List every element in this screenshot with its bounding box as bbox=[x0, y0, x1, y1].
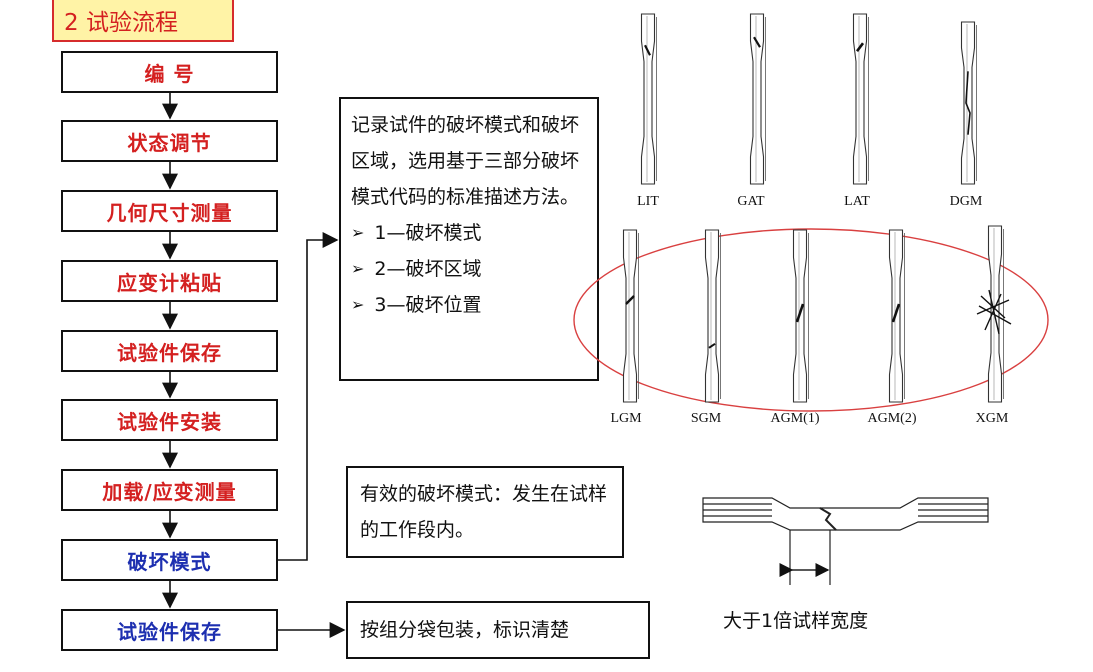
specimen-agm1 bbox=[792, 229, 809, 403]
specimen-dgm bbox=[960, 21, 977, 185]
section-title: 2 试验流程 bbox=[52, 0, 234, 42]
label-agm2: AGM(2) bbox=[867, 411, 917, 426]
specimen-lat bbox=[852, 13, 869, 185]
failure-crack bbox=[644, 44, 651, 56]
failure-crack bbox=[976, 289, 1012, 335]
failure-record-note: 记录试件的破坏模式和破坏区域，选用基于三部分破坏模式代码的标准描述方法。 ➢1—… bbox=[339, 97, 599, 381]
step-conditioning[interactable]: 状态调节 bbox=[61, 120, 278, 162]
failure-note-connector bbox=[278, 232, 339, 561]
valid-failure-note: 有效的破坏模式：发生在试样的工作段内。 bbox=[346, 466, 624, 558]
step-strain-gauge-bonding[interactable]: 应变计粘贴 bbox=[61, 260, 278, 302]
specimen-agm2 bbox=[888, 229, 905, 403]
failure-crack bbox=[708, 343, 716, 349]
arrowhead-bullet-icon: ➢ bbox=[351, 259, 365, 279]
arrowhead-bullet-icon: ➢ bbox=[351, 223, 365, 243]
label-gat: GAT bbox=[737, 194, 765, 209]
bullet-failure-area: ➢2—破坏区域 bbox=[351, 251, 587, 287]
horizontal-specimen bbox=[702, 497, 989, 585]
failure-crack bbox=[625, 295, 635, 305]
step-specimen-storage[interactable]: 试验件保存 bbox=[61, 330, 278, 372]
highlight-ellipse bbox=[573, 228, 1049, 412]
label-xgm: XGM bbox=[975, 411, 1009, 426]
step-final-storage[interactable]: 试验件保存 bbox=[61, 609, 278, 651]
failure-record-text: 记录试件的破坏模式和破坏区域，选用基于三部分破坏模式代码的标准描述方法。 bbox=[351, 114, 580, 209]
failure-crack bbox=[891, 303, 901, 323]
failure-crack bbox=[855, 42, 865, 52]
label-dgm: DGM bbox=[949, 194, 983, 209]
step-failure-mode[interactable]: 破坏模式 bbox=[61, 539, 278, 581]
specimen-sgm bbox=[704, 229, 721, 403]
specimen-drawings bbox=[622, 13, 1012, 403]
label-sgm: SGM bbox=[690, 411, 722, 426]
width-caption: 大于1倍试样宽度 bbox=[723, 610, 869, 632]
step-geometry-measurement[interactable]: 几何尺寸测量 bbox=[61, 190, 278, 232]
label-lit: LIT bbox=[637, 194, 659, 209]
bullet-failure-location: ➢3—破坏位置 bbox=[351, 287, 587, 323]
step-numbering[interactable]: 编 号 bbox=[61, 51, 278, 93]
specimen-lit bbox=[640, 13, 657, 185]
label-agm1: AGM(1) bbox=[770, 411, 820, 426]
label-lgm: LGM bbox=[610, 411, 642, 426]
label-lat: LAT bbox=[844, 194, 870, 209]
specimen-xgm bbox=[976, 225, 1012, 403]
step-specimen-installation[interactable]: 试验件安装 bbox=[61, 399, 278, 441]
arrowhead-bullet-icon: ➢ bbox=[351, 295, 365, 315]
failure-crack bbox=[753, 36, 761, 48]
storage-note: 按组分袋包装，标识清楚 bbox=[346, 601, 650, 659]
specimen-gat bbox=[749, 13, 766, 185]
specimen-lgm bbox=[622, 229, 639, 403]
step-loading-strain-measurement[interactable]: 加载/应变测量 bbox=[61, 469, 278, 511]
bullet-failure-mode: ➢1—破坏模式 bbox=[351, 215, 587, 251]
failure-crack bbox=[795, 303, 805, 323]
failure-crack bbox=[965, 71, 971, 135]
